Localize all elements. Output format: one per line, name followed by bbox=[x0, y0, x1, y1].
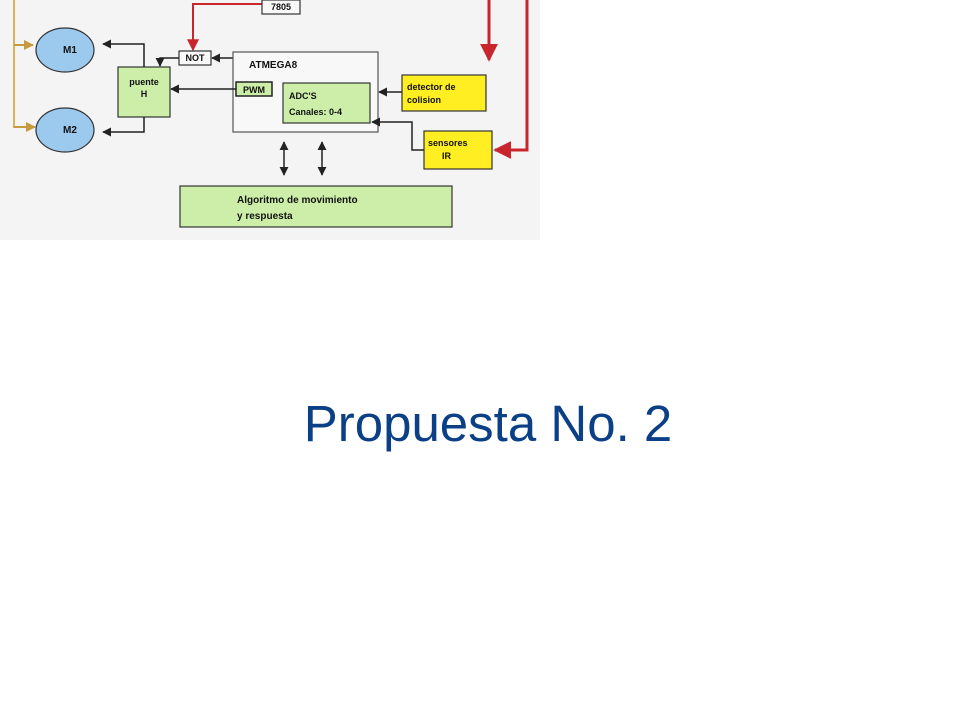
regulator-label: 7805 bbox=[271, 2, 291, 12]
slide-title: Propuesta No. 2 bbox=[303, 395, 673, 452]
power-line-ir bbox=[493, 0, 529, 159]
not-gate-label: NOT bbox=[186, 53, 206, 63]
motor-m1 bbox=[35, 27, 95, 73]
ir-sensors-box bbox=[423, 130, 493, 170]
algorithm-label-line2: y respuesta bbox=[237, 211, 293, 222]
pwm-label: PWM bbox=[243, 85, 265, 95]
mcu-label: ATMEGA8 bbox=[249, 60, 298, 71]
supply-line bbox=[13, 44, 34, 128]
motor-m2-label: M2 bbox=[63, 125, 77, 136]
ir-label-line2: IR bbox=[442, 151, 452, 161]
hbridge-to-m2 bbox=[102, 117, 145, 137]
motor-m2 bbox=[35, 107, 95, 153]
ir-to-adc bbox=[371, 117, 424, 151]
collision-detector-box bbox=[401, 74, 487, 112]
motor-m1-label: M1 bbox=[63, 45, 77, 56]
hbridge-label-line1: puente bbox=[129, 77, 159, 87]
collision-label-line1: detector de bbox=[407, 82, 456, 92]
block-diagram: 7805 M1 M2 puente H NOT ATMEGA8 PWM ADC'… bbox=[0, 0, 540, 240]
hbridge-label-line2: H bbox=[141, 89, 148, 99]
collision-label-line2: colision bbox=[407, 95, 441, 105]
ir-label-line1: sensores bbox=[428, 138, 468, 148]
power-line-regulator bbox=[187, 3, 263, 52]
regulator-box bbox=[261, 0, 301, 15]
algorithm-label-line1: Algoritmo de movimiento bbox=[237, 195, 358, 206]
not-to-hbridge bbox=[155, 57, 179, 67]
adc-label-line2: Canales: 0-4 bbox=[289, 107, 342, 117]
adc-box bbox=[282, 82, 371, 124]
adc-label-line1: ADC'S bbox=[289, 91, 317, 101]
block-diagram-svg: 7805 M1 M2 puente H NOT ATMEGA8 PWM ADC'… bbox=[13, 0, 529, 228]
algorithm-box bbox=[179, 185, 453, 228]
hbridge-to-m1 bbox=[102, 39, 145, 67]
